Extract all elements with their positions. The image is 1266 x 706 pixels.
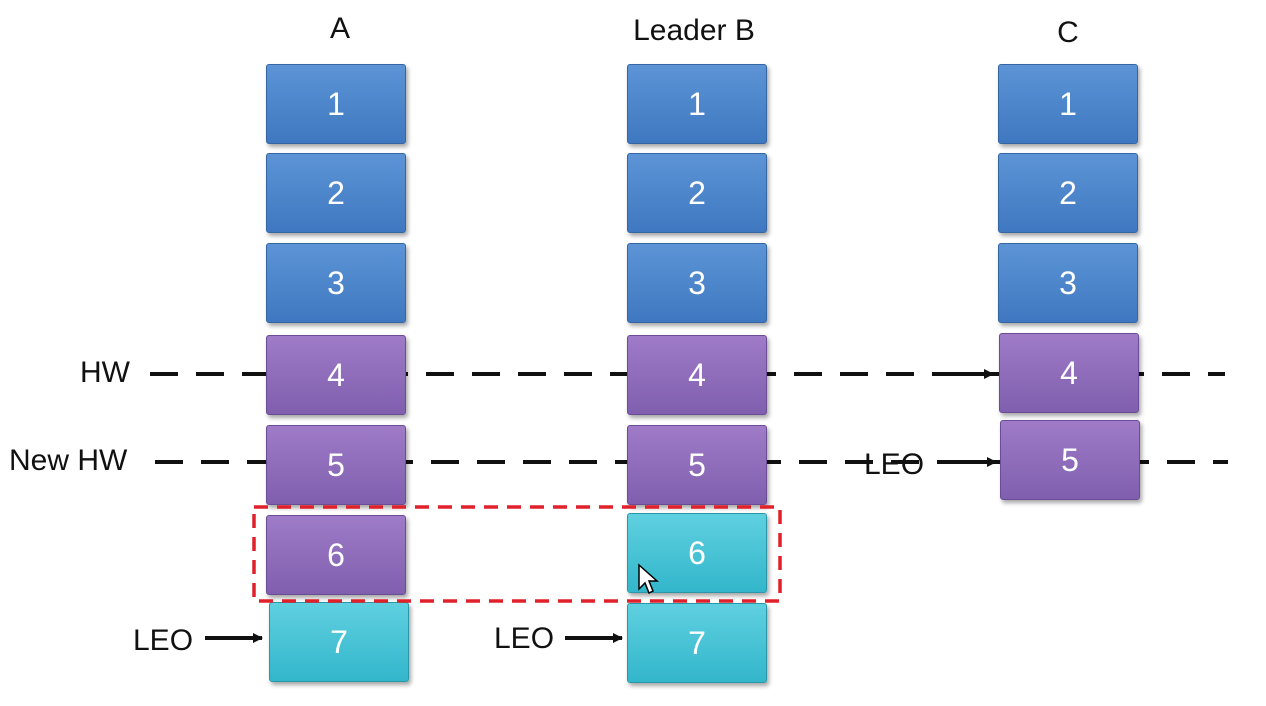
b-block-3: 3 [627,243,767,323]
hw-label: HW [80,356,130,389]
a-block-1: 1 [266,64,406,144]
column-title-leader-b: Leader B [633,14,755,47]
c-block-1: 1 [998,64,1138,144]
c-block-4: 4 [999,333,1139,413]
a-block-7: 7 [269,602,409,682]
leo-label-a: LEO [133,624,194,657]
c-block-2: 2 [998,153,1138,233]
new-hw-label: New HW [9,444,128,477]
leo-label-b: LEO [494,622,555,655]
a-block-2: 2 [266,153,406,233]
a-block-4: 4 [266,335,406,415]
b-block-2: 2 [627,153,767,233]
c-block-3: 3 [998,243,1138,323]
column-title-c: C [1057,16,1079,49]
a-block-5: 5 [266,425,406,505]
a-block-6: 6 [266,515,406,595]
leo-label-c: LEO [864,448,925,481]
b-block-7: 7 [627,603,767,683]
b-block-5: 5 [627,425,767,505]
mouse-cursor-icon [638,563,659,595]
c-block-5: 5 [1000,420,1140,500]
b-block-1: 1 [627,64,767,144]
a-block-3: 3 [266,243,406,323]
column-title-a: A [329,12,351,45]
b-block-4: 4 [627,335,767,415]
uncommitted-highlight-box [252,505,782,603]
